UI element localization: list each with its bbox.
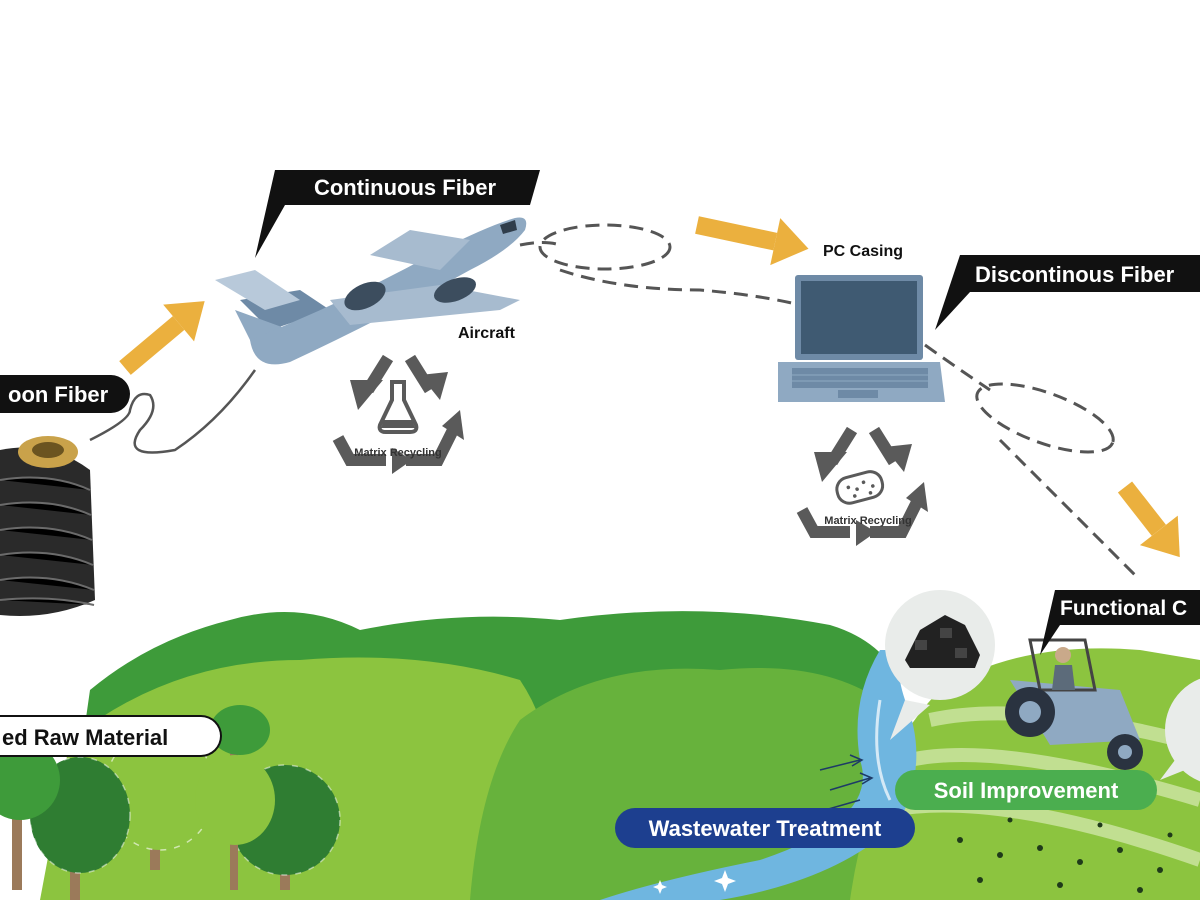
recycle-icon xyxy=(332,354,464,474)
aircraft-label: Aircraft xyxy=(458,325,516,342)
fiber-lines xyxy=(89,223,1142,582)
carbon-pile-icon xyxy=(905,615,980,668)
arrow-to-aircraft xyxy=(119,301,205,375)
landscape xyxy=(40,611,1200,900)
laptop-icon xyxy=(778,275,945,402)
functional-label: Functional C xyxy=(1060,597,1187,620)
continuous-fiber-label: Continuous Fiber xyxy=(314,175,497,200)
matrix-recycling-label-1: Matrix Recycling xyxy=(354,447,441,459)
wastewater-label: Wastewater Treatment xyxy=(649,816,882,841)
soil-dots xyxy=(957,817,1173,893)
airplane-icon xyxy=(215,217,527,365)
carbon-fiber-callout: oon Fiber xyxy=(0,375,130,413)
fiber-spool-icon xyxy=(0,436,95,616)
soil-improvement-badge: Soil Improvement xyxy=(895,770,1157,810)
pc-casing-label: PC Casing xyxy=(823,243,903,260)
matrix-recycling-label-2: Matrix Recycling xyxy=(824,515,911,527)
functional-callout: Functional C xyxy=(1040,590,1200,655)
river-highlight xyxy=(875,699,892,801)
carbon-fiber-label: oon Fiber xyxy=(8,382,109,407)
flask-icon xyxy=(377,380,419,434)
raw-material-label: ed Raw Material xyxy=(2,725,168,750)
arrow-to-functional xyxy=(1117,481,1180,558)
tree xyxy=(0,740,60,890)
soil-improvement-label: Soil Improvement xyxy=(934,778,1119,803)
sparkles xyxy=(653,870,736,894)
arrow-to-pc xyxy=(695,216,809,266)
carbon-bubble xyxy=(885,590,995,740)
tree xyxy=(195,755,275,890)
discontinuous-fiber-label: Discontinous Fiber xyxy=(975,262,1175,287)
raw-material-callout: ed Raw Material xyxy=(0,715,222,757)
partial-bubble xyxy=(1160,678,1200,782)
discontinuous-fiber-callout: Discontinous Fiber xyxy=(935,255,1200,330)
wastewater-badge: Wastewater Treatment xyxy=(615,808,915,848)
flow-arrows xyxy=(119,216,1180,558)
tractor-icon xyxy=(1005,638,1143,770)
continuous-fiber-callout: Continuous Fiber xyxy=(255,170,540,258)
fiber-bundle-icon xyxy=(835,470,885,505)
water-arrows xyxy=(819,754,874,811)
forest xyxy=(0,705,341,900)
recycle-icon xyxy=(796,426,928,546)
